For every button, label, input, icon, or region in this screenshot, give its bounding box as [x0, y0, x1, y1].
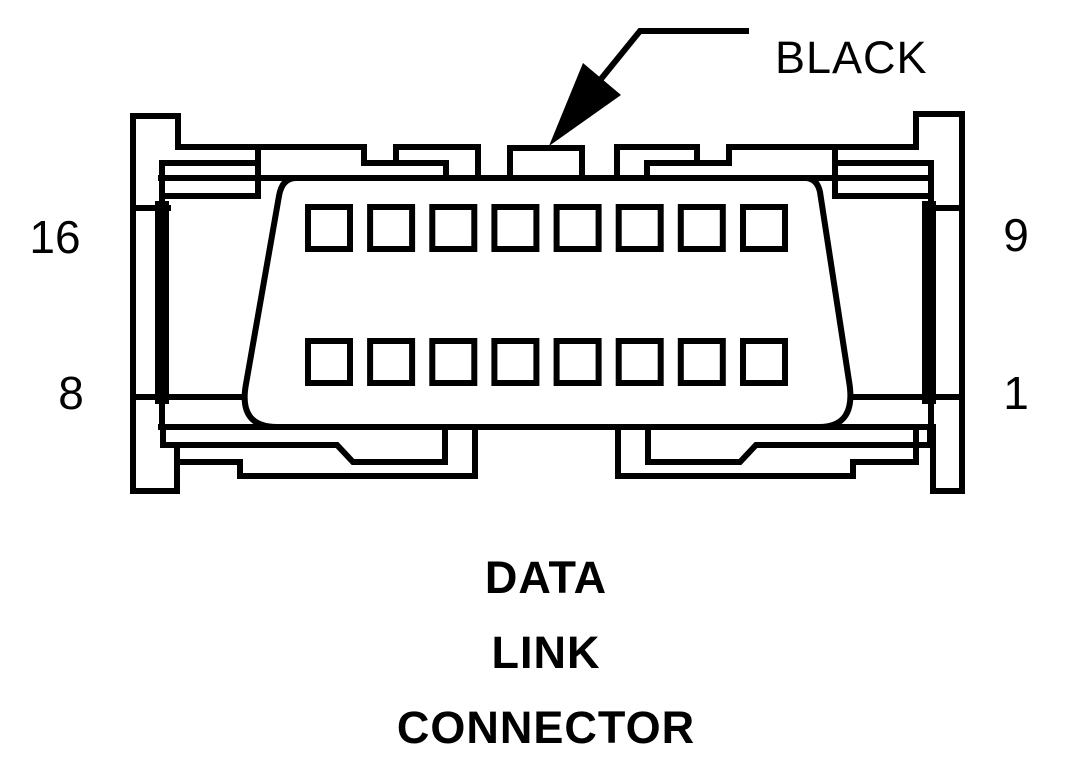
pin-square [491, 338, 540, 386]
pin-square [553, 338, 602, 386]
left-bracket [130, 113, 181, 494]
pin-square [740, 338, 788, 386]
pin-label-8: 8 [58, 367, 84, 419]
caption-line-link: LINK [491, 627, 601, 678]
left-index-bar [155, 201, 169, 404]
arrow-leader-line [596, 28, 749, 84]
pin-square [677, 338, 726, 386]
pin-label-9: 9 [1003, 209, 1029, 261]
pin-square [677, 204, 726, 252]
pin-square [429, 204, 478, 252]
pin-square [740, 204, 788, 252]
pin-square [305, 204, 353, 252]
pin-label-16: 16 [29, 211, 81, 263]
pin-square [491, 204, 540, 252]
caption-line-connector: CONNECTOR [396, 702, 696, 753]
pin-square [615, 204, 664, 252]
top-rails [158, 144, 934, 205]
pin-square [367, 204, 416, 252]
pin-square [367, 338, 416, 386]
black-arrowhead [549, 63, 621, 146]
pin-square [615, 338, 664, 386]
black-annotation-label: BLACK [775, 32, 928, 83]
right-index-bar [922, 201, 936, 404]
bracket-ticks [130, 205, 964, 400]
caption-line-data: DATA [484, 552, 608, 603]
pin-square [553, 204, 602, 252]
pin-square [429, 338, 478, 386]
keying-tab [507, 145, 585, 181]
pin-square [305, 338, 353, 386]
pin-grid [305, 204, 788, 386]
pin-label-1: 1 [1003, 367, 1029, 419]
